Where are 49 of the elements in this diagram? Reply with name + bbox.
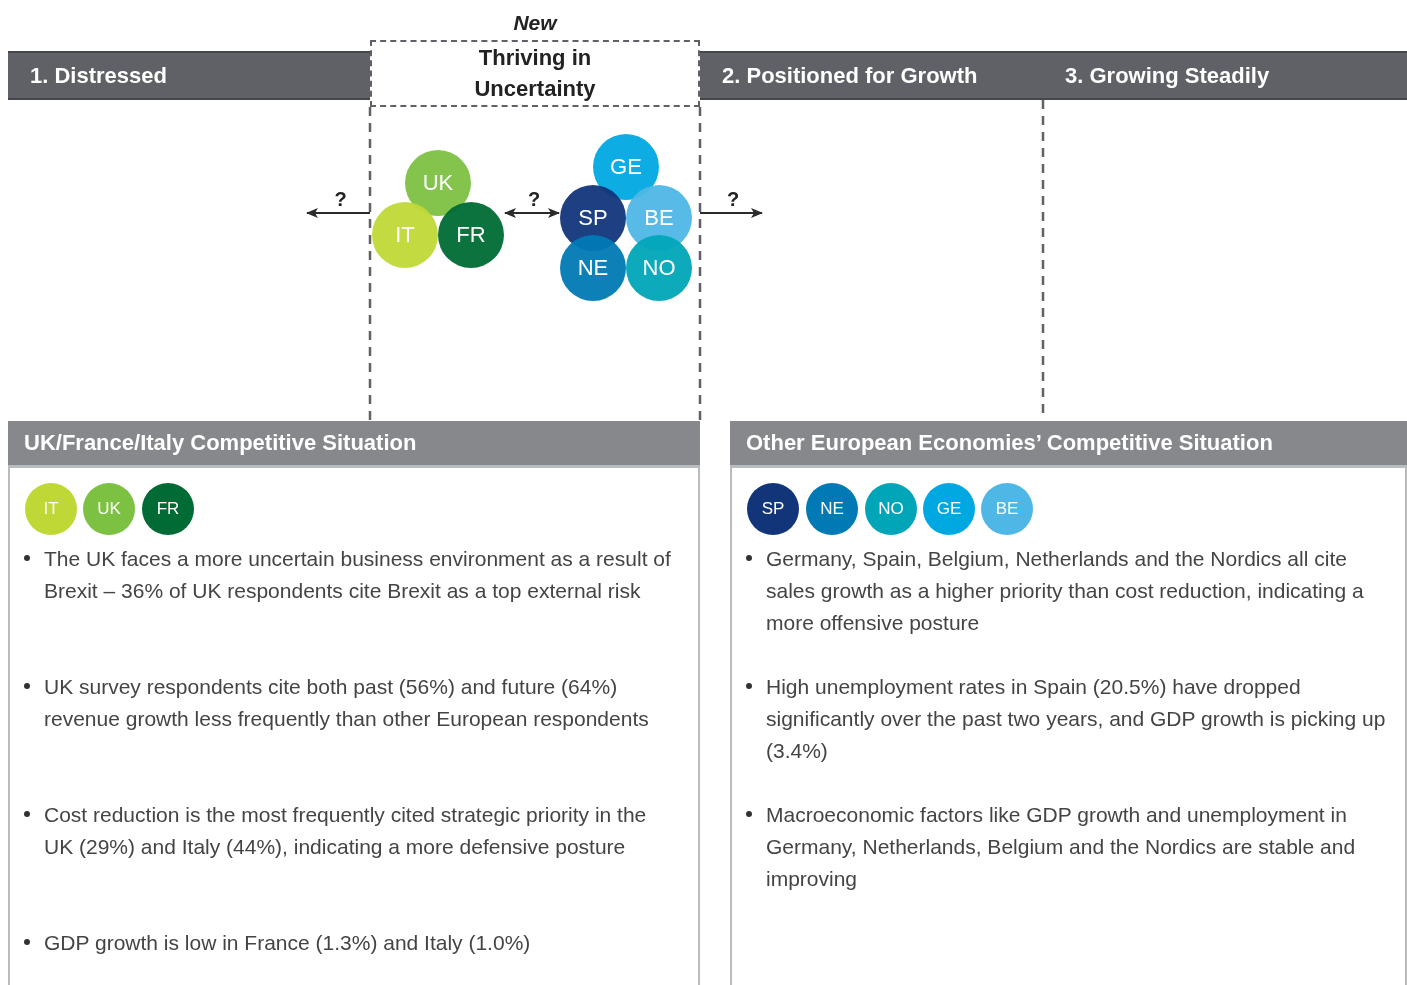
bullet-text: UK survey respondents cite both past (56%) and future (64%) revenue growth less frequently than other European respondents bbox=[44, 674, 650, 732]
arrow bbox=[306, 208, 371, 218]
stage-title: 3. Growing Steadily bbox=[1064, 62, 1270, 89]
country-code: NO bbox=[642, 255, 676, 281]
country-code: IT bbox=[43, 499, 59, 519]
new-tag: New bbox=[372, 8, 698, 38]
edge-label: ? bbox=[527, 189, 542, 209]
panel-header: Other European Economies’ Competitive Situation bbox=[730, 421, 1407, 468]
country-code: UK bbox=[97, 499, 121, 519]
country-circle bbox=[747, 483, 799, 535]
bullet-text: Cost reduction is the most frequently cited strategic priority in the UK (29%) and Italy (44%), indicating a more defensive posture bbox=[44, 802, 648, 860]
country-code: NE bbox=[577, 255, 609, 281]
arrow bbox=[699, 208, 763, 218]
country-circle bbox=[923, 483, 975, 535]
bullet-text: Macroeconomic factors like GDP growth and unemployment in Germany, Netherlands, Belgium and the Nordics are stable and improving bbox=[766, 802, 1357, 892]
country-code: IT bbox=[395, 222, 415, 248]
stage-title: 2. Positioned for Growth bbox=[721, 62, 978, 89]
country-code: NE bbox=[820, 499, 844, 519]
edge-label: ? bbox=[333, 189, 348, 209]
bullet-text: Germany, Spain, Belgium, Netherlands and the Nordics all cite sales growth as a higher priority than cost reduction, indicating a more offensive posture bbox=[766, 546, 1365, 636]
country-code: FR bbox=[156, 499, 180, 519]
country-code: GE bbox=[610, 154, 642, 180]
arrow bbox=[504, 208, 560, 218]
country-code: FR bbox=[456, 222, 486, 248]
country-code: SP bbox=[761, 499, 785, 519]
stage-header-bar bbox=[1043, 51, 1407, 100]
bullet-text: High unemployment rates in Spain (20.5%) have dropped significantly over the past two years, and GDP growth is picking up (3.4%) bbox=[766, 674, 1387, 764]
country-circle bbox=[981, 483, 1033, 535]
stage-header-bar bbox=[8, 51, 370, 100]
country-code: GE bbox=[936, 499, 962, 519]
country-circle bbox=[83, 483, 135, 535]
country-code: UK bbox=[422, 170, 454, 196]
country-circle bbox=[865, 483, 917, 535]
country-circle bbox=[25, 483, 77, 535]
country-code: SP bbox=[578, 205, 608, 231]
edge-label: ? bbox=[726, 189, 741, 209]
situation-panel bbox=[8, 421, 700, 985]
bullet-text: GDP growth is low in France (1.3%) and Italy (1.0%) bbox=[44, 930, 531, 956]
country-circle bbox=[806, 483, 858, 535]
situation-panel bbox=[730, 421, 1407, 985]
stage-title: 1. Distressed bbox=[29, 62, 167, 89]
country-circle bbox=[142, 483, 194, 535]
country-code: NO bbox=[878, 499, 904, 519]
bullet-text: The UK faces a more uncertain business environment as a result of Brexit – 36% of UK respondents cite Brexit as a top external risk bbox=[44, 546, 672, 604]
country-code: BE bbox=[995, 499, 1019, 519]
country-code: BE bbox=[644, 205, 674, 231]
panel-header: UK/France/Italy Competitive Situation bbox=[8, 421, 700, 468]
stage-header-bar bbox=[700, 51, 1043, 100]
stage-title: Thriving in Uncertainty bbox=[473, 43, 597, 103]
